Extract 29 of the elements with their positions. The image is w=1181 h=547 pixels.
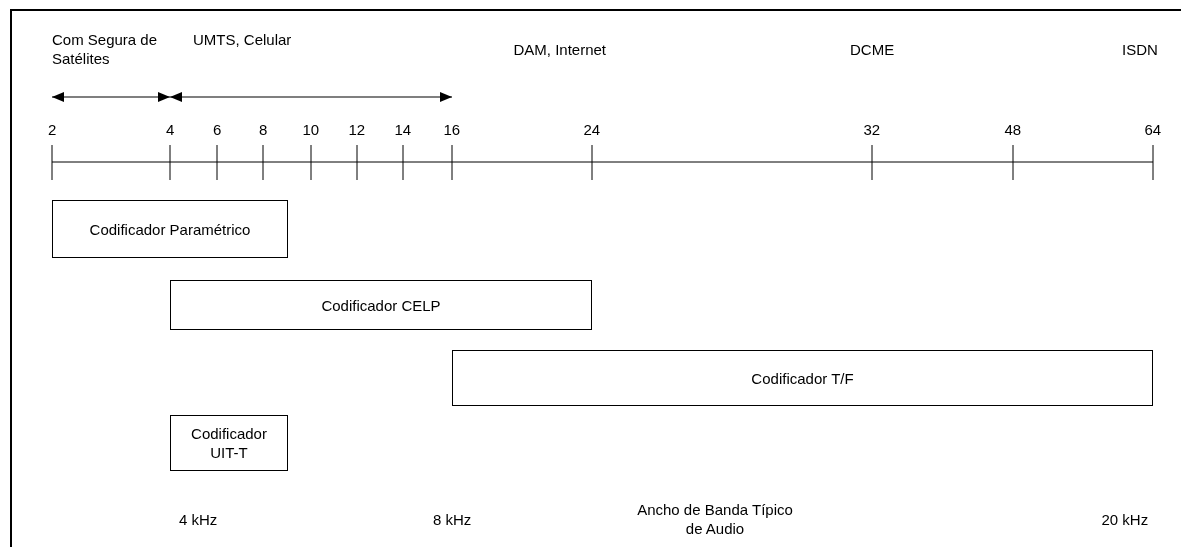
coder-name: Codificador UIT-T (190, 424, 268, 462)
application-label: UMTS, Celular (193, 30, 292, 49)
application-label: DAM, Internet (513, 40, 607, 59)
coder-box (170, 280, 592, 330)
application-label: DCME (850, 40, 895, 59)
coder-name: Codificador T/F (751, 368, 854, 388)
application-label: Com Segura de Satélites (52, 30, 159, 68)
tick-value: 32 (863, 120, 881, 139)
tick-value: 12 (348, 120, 366, 139)
tick-value: 48 (1004, 120, 1022, 139)
coder-box (170, 415, 288, 471)
tick-value: 64 (1144, 120, 1162, 139)
bandwidth-label: 20 kHz (1101, 510, 1149, 529)
tick-value: 2 (48, 120, 57, 139)
tick-value: 24 (583, 120, 601, 139)
coder-box (452, 350, 1153, 406)
tick-value: 4 (166, 120, 175, 139)
coder-name: Codificador CELP (321, 295, 441, 315)
tick-value: 8 (259, 120, 268, 139)
application-label: ISDN (1122, 40, 1158, 59)
bandwidth-label: Ancho de Banda Típico de Audio (636, 500, 794, 538)
coder-name: Codificador Paramétrico (89, 219, 251, 239)
coder-box (52, 200, 288, 258)
tick-value: 10 (302, 120, 320, 139)
tick-value: 16 (443, 120, 461, 139)
bandwidth-label: 4 kHz (179, 510, 218, 529)
tick-value: 14 (394, 120, 412, 139)
tick-value: 6 (213, 120, 222, 139)
bandwidth-label: 8 kHz (433, 510, 472, 529)
